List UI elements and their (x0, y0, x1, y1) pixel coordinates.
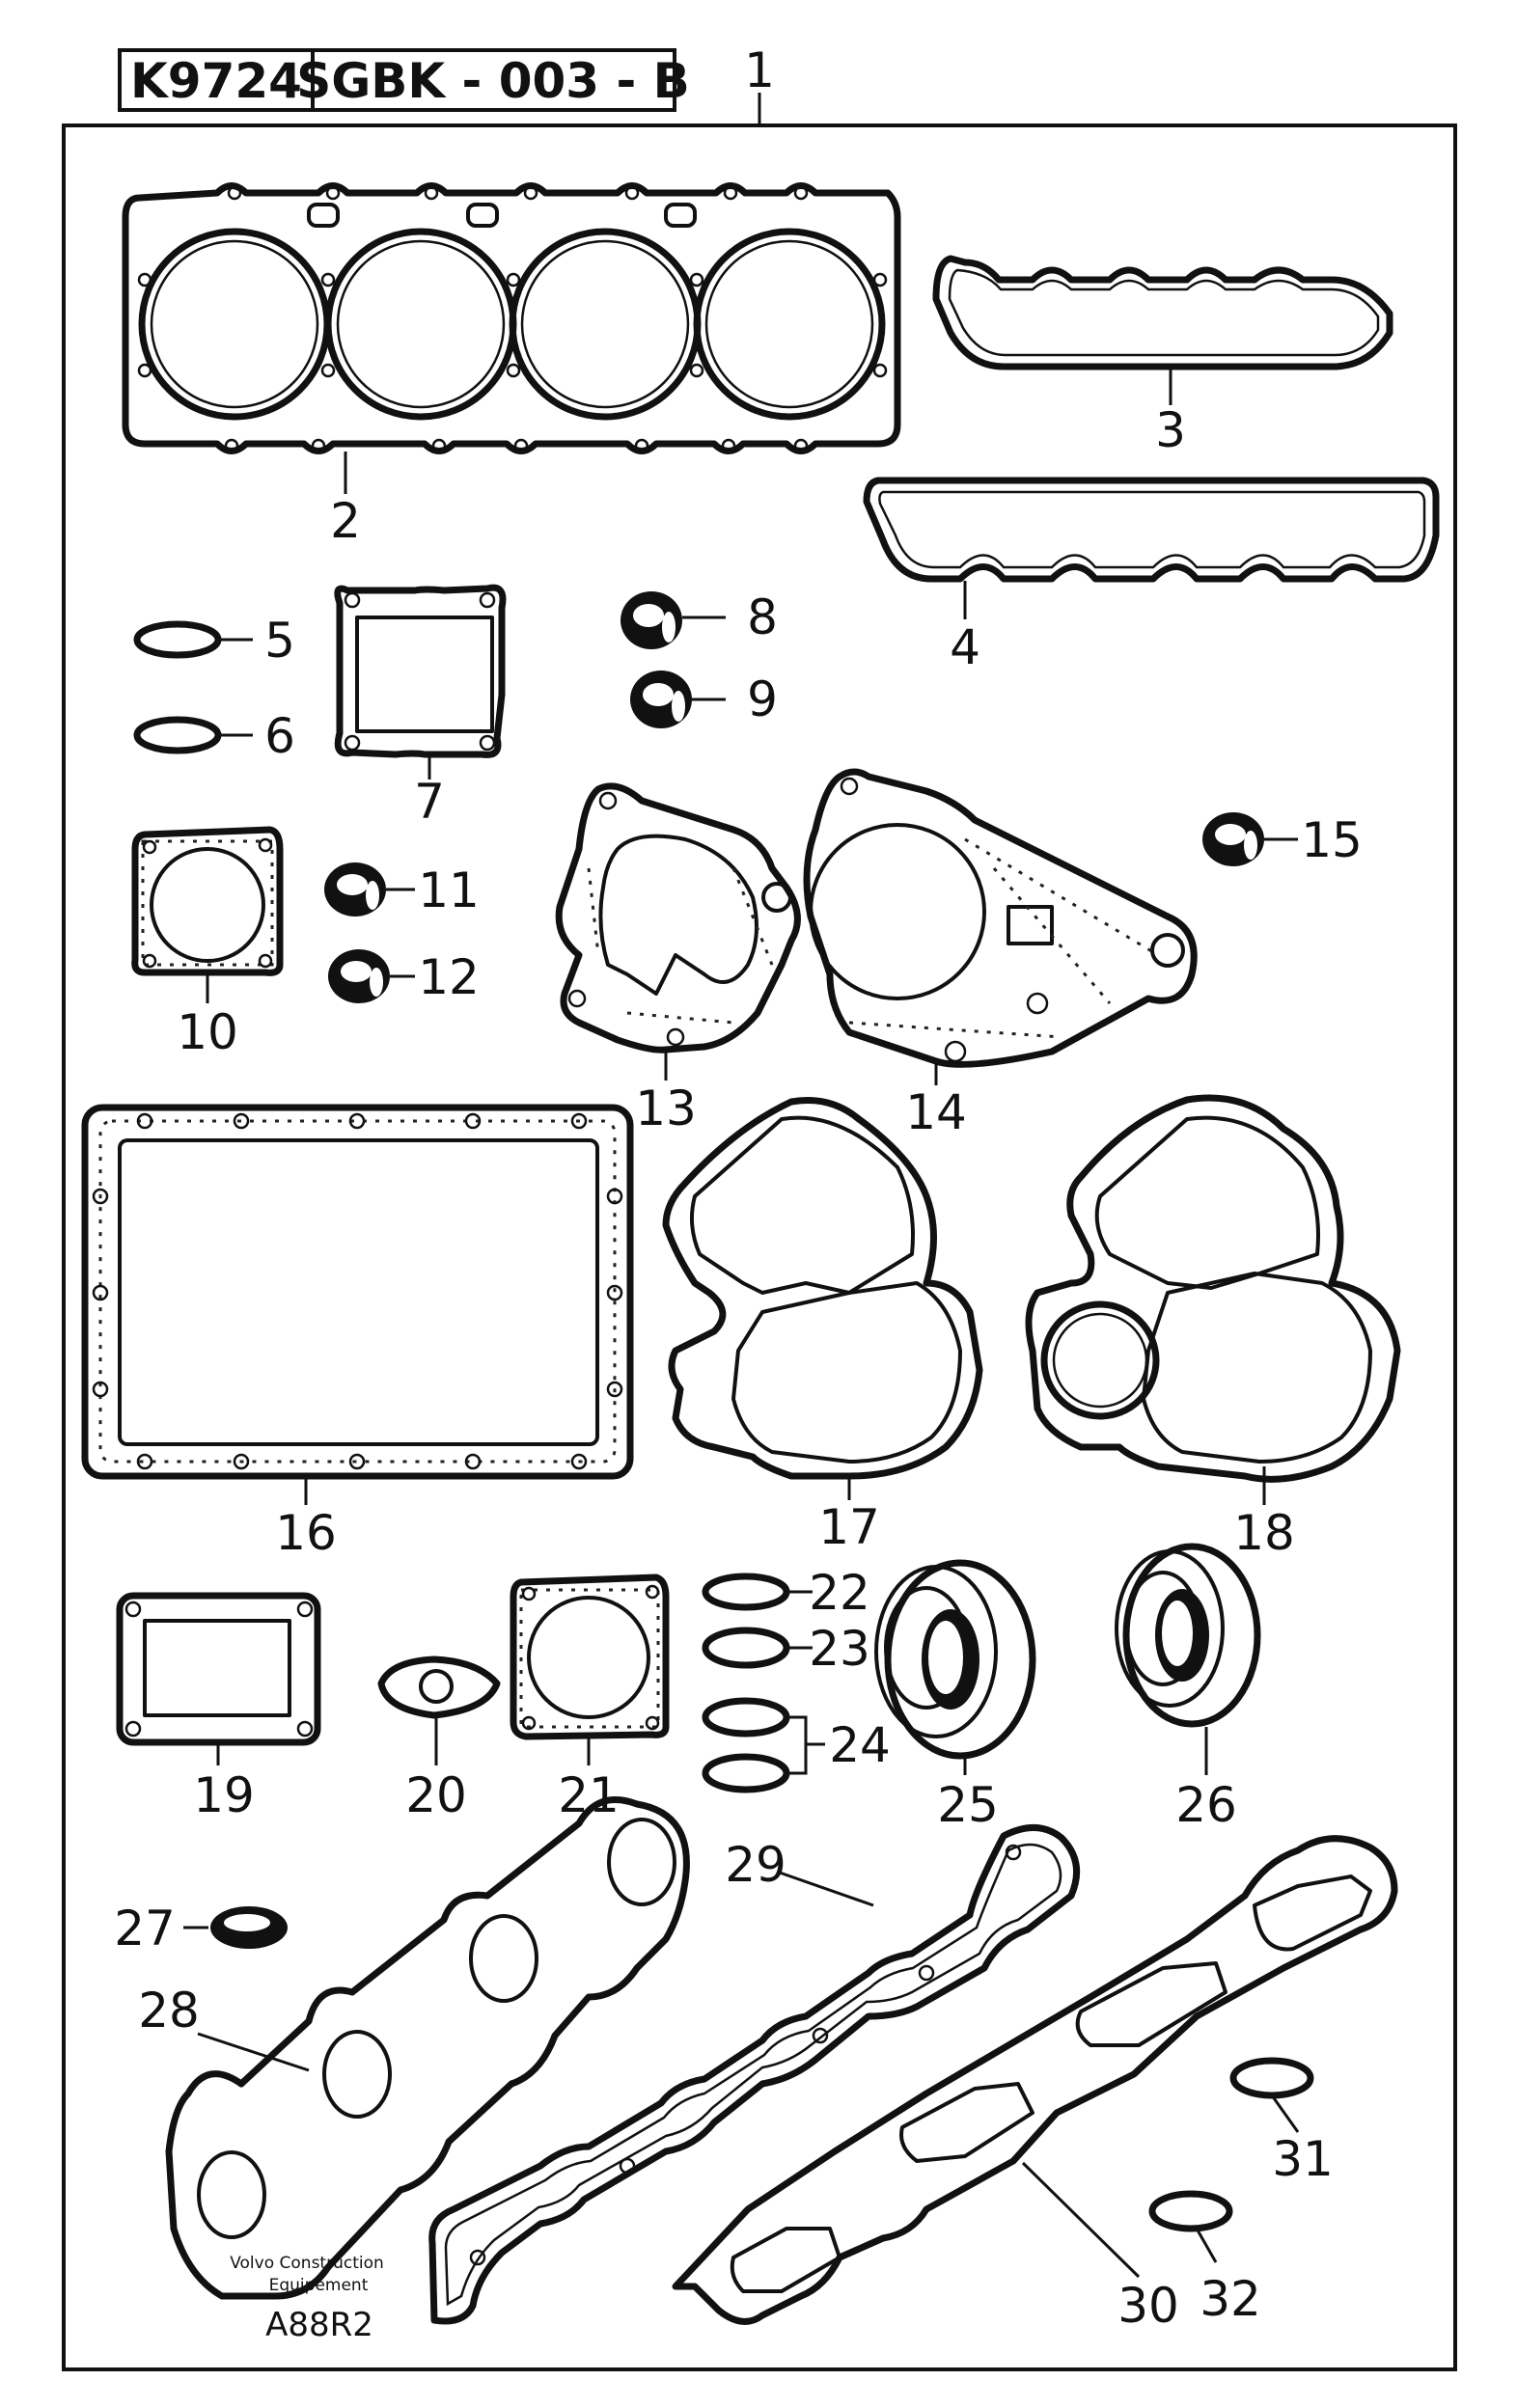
callout-5: 5 (264, 613, 295, 669)
part-4-valve-cover-gasket (863, 477, 1440, 583)
callout-31: 31 (1272, 2131, 1334, 2187)
part-30-intake-manifold-gasket (672, 1835, 1398, 2325)
callout-1: 1 (744, 42, 775, 98)
part-14-engine-plate-gasket (803, 768, 1198, 1068)
part-3-valve-cover-gasket (932, 255, 1393, 370)
part-13-front-plate-gasket (555, 782, 801, 1054)
callout-29: 29 (725, 1837, 786, 1893)
callout-4: 4 (950, 619, 980, 675)
part-26-crankshaft-seal (1115, 1543, 1261, 1728)
part-18-timing-case-gasket (1025, 1094, 1401, 1483)
part-29-intake-manifold-gasket (428, 1824, 1081, 2325)
drawing-code: A88R2 (265, 2306, 373, 2344)
group-code: SGBK - 003 - B (296, 53, 690, 109)
part-11-seal (324, 862, 386, 917)
part-27-seal (210, 1906, 288, 1949)
callout-9: 9 (747, 671, 778, 727)
callout-2: 2 (330, 493, 361, 549)
callout-3: 3 (1155, 402, 1186, 458)
callout-26: 26 (1175, 1777, 1237, 1833)
header: K9724 SGBK - 003 - B (118, 48, 690, 112)
part-31-o-ring (1229, 2057, 1314, 2099)
part-5-o-ring (133, 620, 222, 659)
callout-25: 25 (937, 1777, 999, 1833)
callout-13: 13 (635, 1081, 697, 1136)
callout-6: 6 (264, 708, 295, 764)
callout-18: 18 (1233, 1505, 1295, 1561)
part-code: K9724 (130, 53, 302, 109)
part-17-timing-case-gasket (662, 1096, 983, 1480)
part-12-seal (328, 949, 390, 1003)
part-22-o-ring (702, 1573, 790, 1611)
callout-16: 16 (275, 1505, 337, 1561)
part-16-oil-pan-gasket (81, 1104, 634, 1480)
part-24-o-rings (702, 1697, 790, 1793)
callout-19: 19 (193, 1767, 255, 1823)
callout-32: 32 (1200, 2271, 1261, 2327)
part-28-exhaust-manifold-gasket (165, 1796, 690, 2300)
callout-14: 14 (905, 1084, 967, 1140)
callout-20: 20 (405, 1767, 467, 1823)
callout-24: 24 (829, 1717, 891, 1773)
callout-17: 17 (818, 1499, 880, 1555)
part-9-seal (630, 670, 692, 728)
part-10-water-pump-gasket (131, 826, 284, 976)
callout-15: 15 (1301, 812, 1363, 868)
callout-11: 11 (418, 862, 480, 918)
callout-22: 22 (809, 1565, 870, 1621)
part-15-seal (1202, 812, 1264, 866)
callout-10: 10 (177, 1004, 238, 1060)
part-32-o-ring (1148, 2190, 1233, 2232)
callout-27: 27 (114, 1901, 176, 1956)
part-8-seal (621, 591, 682, 649)
part-2-cylinder-head-gasket (122, 182, 901, 454)
part-23-o-ring (702, 1627, 790, 1669)
callout-8: 8 (747, 589, 778, 645)
part-25-crankshaft-seal (874, 1559, 1036, 1760)
part-20-flange-gasket (377, 1656, 501, 1719)
callout-7: 7 (414, 774, 445, 830)
callout-28: 28 (138, 1983, 200, 2039)
callout-23: 23 (809, 1621, 870, 1677)
callout-30: 30 (1117, 2278, 1179, 2334)
set-frame (62, 123, 1457, 2371)
callout-12: 12 (418, 949, 480, 1005)
watermark-line-1: Volvo Construction (230, 2254, 384, 2273)
watermark-line-2: Equipement (269, 2276, 369, 2295)
part-6-o-ring (133, 716, 222, 754)
part-7-flange-gasket (334, 584, 507, 758)
part-19-cover-gasket (116, 1592, 321, 1746)
part-21-pump-gasket (510, 1573, 670, 1740)
